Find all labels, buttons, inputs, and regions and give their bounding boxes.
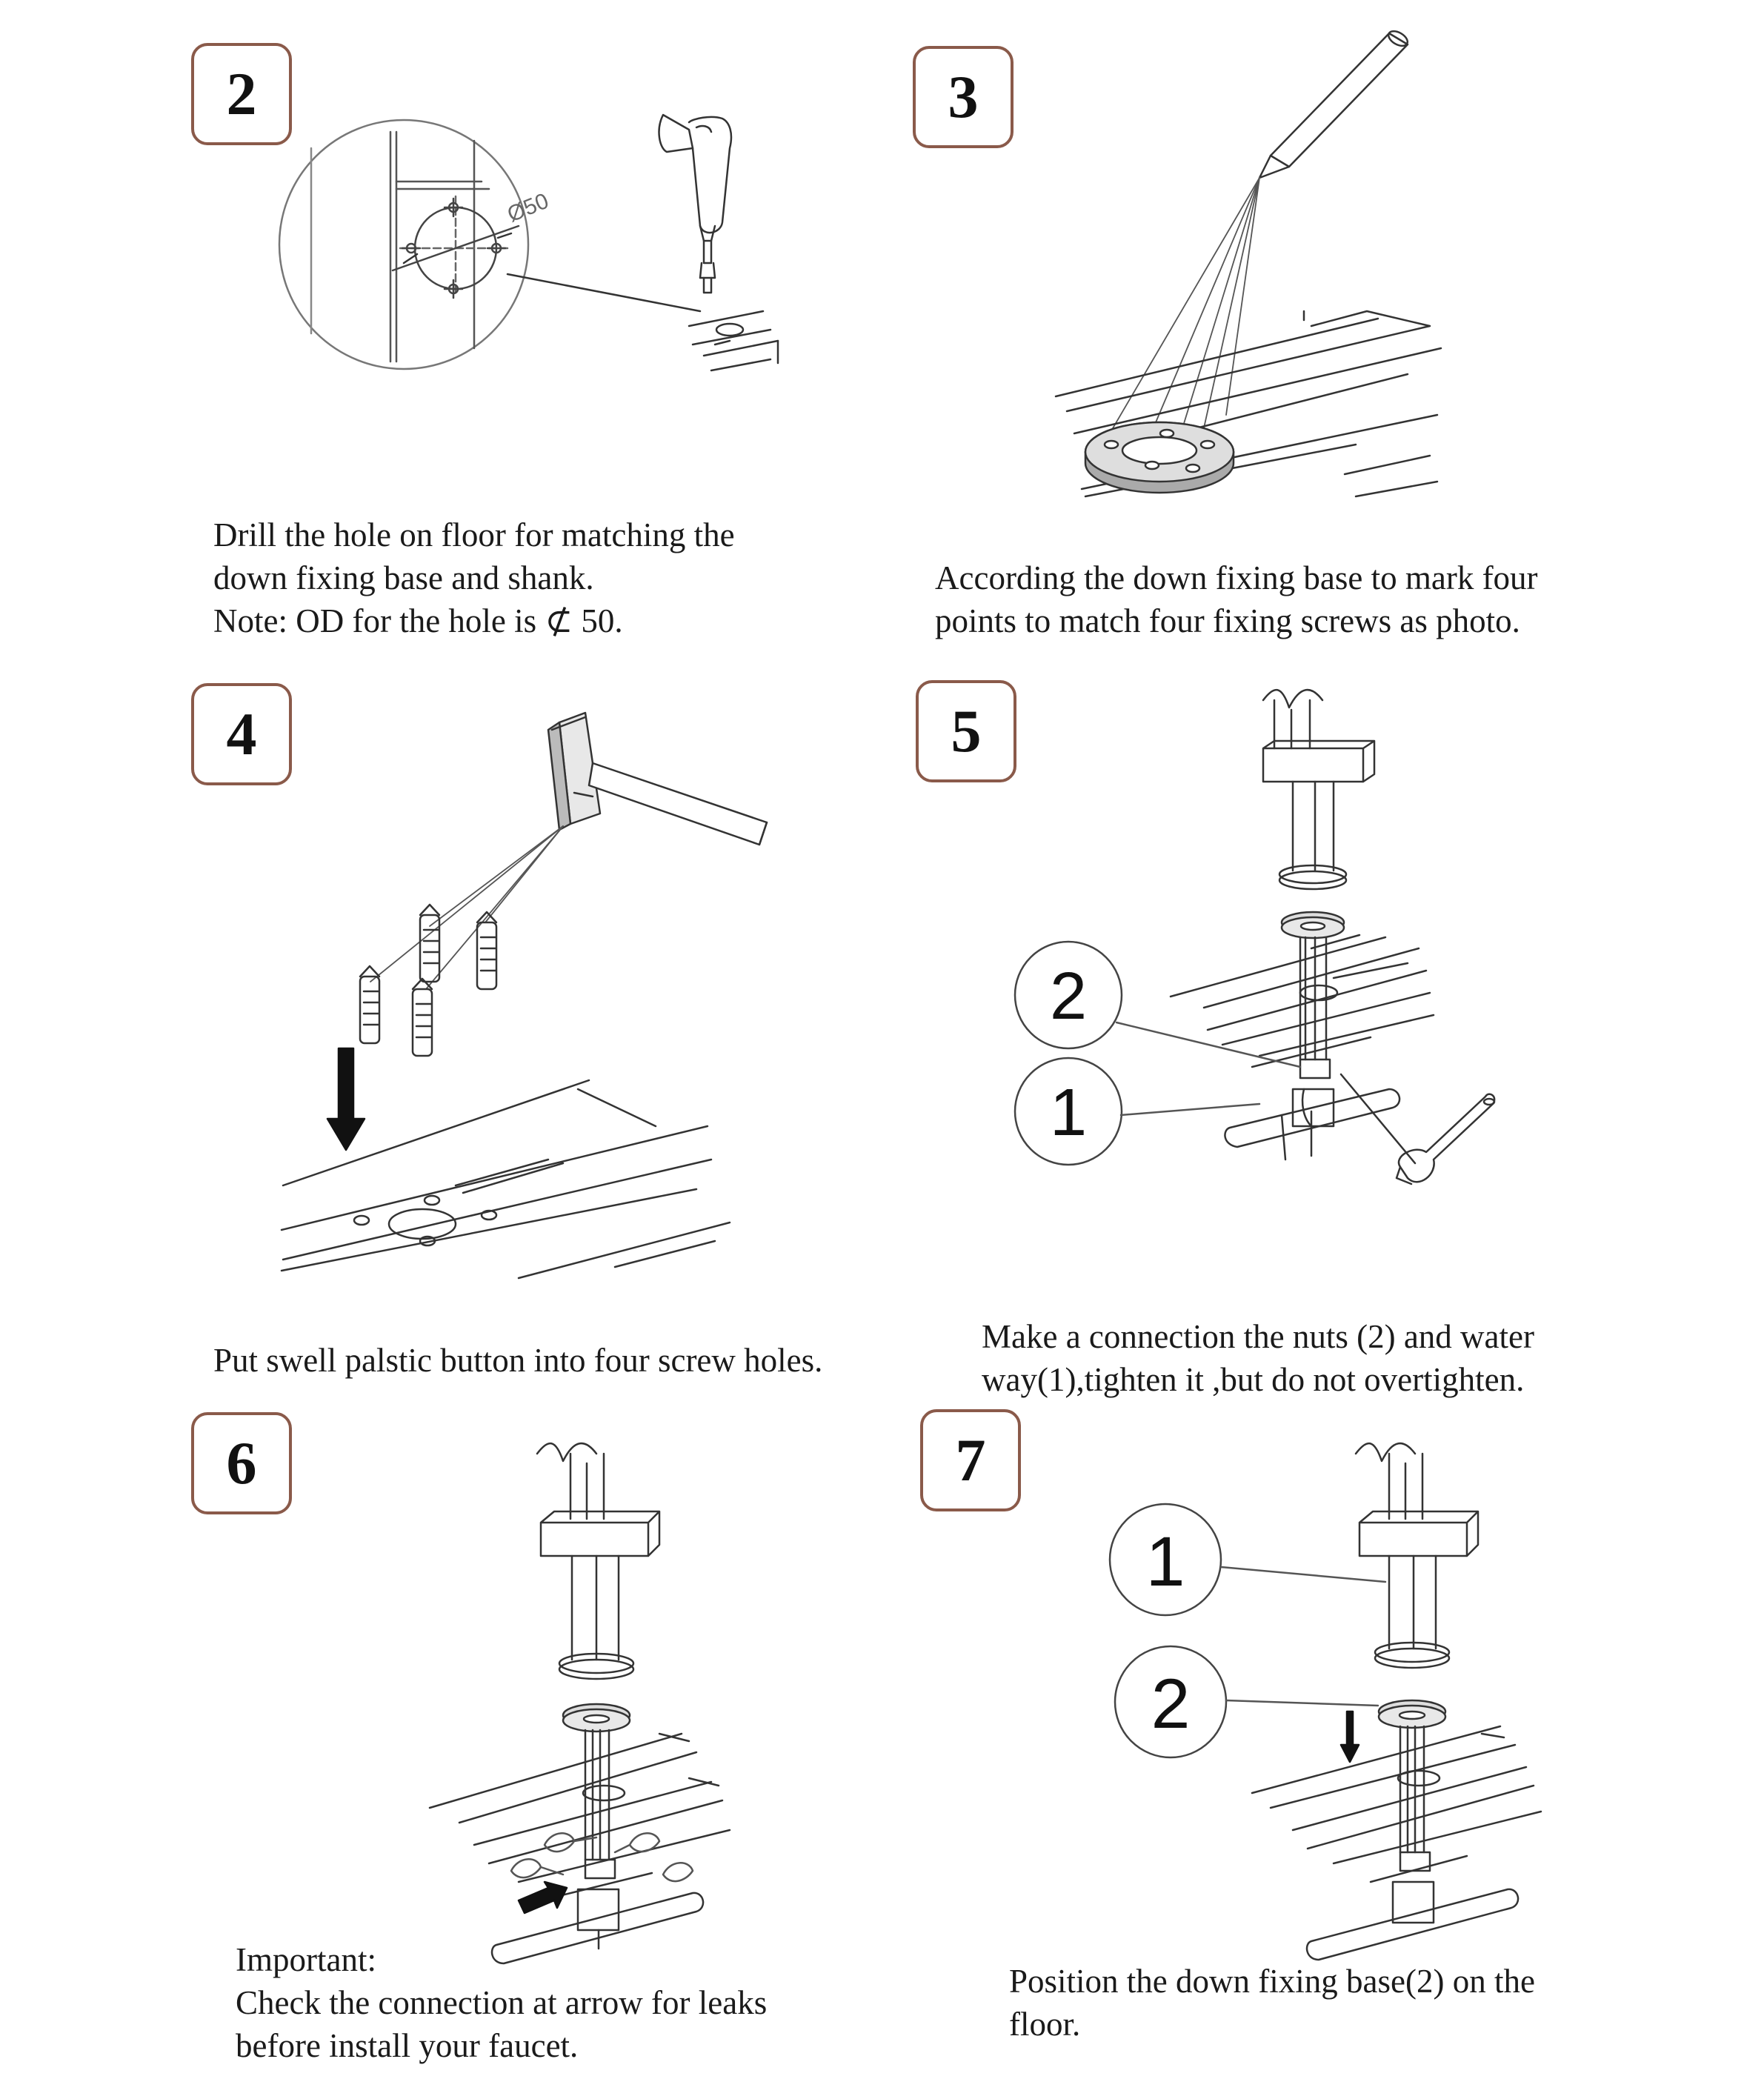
caption-line: According the down fixing base to mark f… bbox=[935, 559, 1538, 596]
caption-line: Position the down fixing base(2) on the bbox=[1009, 1963, 1535, 2000]
callout-number: 1 bbox=[1146, 1523, 1185, 1601]
step-6-caption: Important: Check the connection at arrow… bbox=[236, 1938, 767, 2067]
step-4-caption: Put swell palstic button into four screw… bbox=[213, 1339, 822, 1382]
step-badge-2: 2 bbox=[191, 43, 292, 145]
callout-number: 2 bbox=[1151, 1665, 1191, 1743]
step-2-caption: Drill the hole on floor for matching the… bbox=[213, 513, 735, 642]
down-arrow-icon bbox=[326, 1047, 366, 1151]
step-2-drawing: Ø50 bbox=[278, 113, 779, 372]
callout-number: 2 bbox=[1050, 959, 1087, 1034]
step-badge-6: 6 bbox=[191, 1412, 292, 1514]
step-4-drawing bbox=[280, 711, 768, 1280]
caption-line: Put swell palstic button into four screw… bbox=[213, 1342, 823, 1379]
step-5-drawing: 2 1 bbox=[1014, 688, 1496, 1185]
step-5-caption: Make a connection the nuts (2) and water… bbox=[982, 1315, 1534, 1401]
step-7-caption: Position the down fixing base(2) on the … bbox=[1009, 1960, 1535, 2046]
caption-line: Drill the hole on floor for matching the bbox=[213, 516, 735, 553]
step-7-drawing: 1 2 bbox=[1108, 1442, 1542, 1961]
plastic-plugs bbox=[359, 903, 498, 1057]
step-badge-5: 5 bbox=[916, 680, 1016, 782]
hole-dimension-label: Ø50 bbox=[504, 189, 552, 227]
callout-number: 1 bbox=[1050, 1076, 1087, 1150]
caption-line: way(1),tighten it ,but do not overtighte… bbox=[982, 1361, 1525, 1398]
caption-line: before install your faucet. bbox=[236, 2027, 579, 2064]
drill-icon bbox=[658, 113, 733, 294]
pencil-icon bbox=[1258, 30, 1409, 179]
caption-line: Note: OD for the hole is ⊄ 50. bbox=[213, 602, 623, 639]
right-arrow-icon bbox=[517, 1880, 568, 1915]
caption-line: Check the connection at arrow for leaks bbox=[236, 1984, 768, 2021]
wrench-icon bbox=[1339, 1073, 1496, 1185]
leak-drop-icons bbox=[510, 1832, 694, 1883]
step-badge-7: 7 bbox=[920, 1409, 1021, 1511]
step-3-drawing bbox=[1054, 30, 1442, 498]
caption-line: floor. bbox=[1009, 2006, 1081, 2043]
caption-line: points to match four fixing screws as ph… bbox=[935, 602, 1520, 639]
step-6-drawing bbox=[428, 1442, 731, 1965]
step-badge-4: 4 bbox=[191, 683, 292, 785]
caption-line: down fixing base and shank. bbox=[213, 559, 594, 596]
hammer-icon bbox=[547, 711, 768, 846]
down-arrow-icon bbox=[1339, 1710, 1360, 1763]
step-3-caption: According the down fixing base to mark f… bbox=[935, 556, 1538, 642]
caption-line: Make a connection the nuts (2) and water bbox=[982, 1318, 1534, 1355]
caption-line: Important: bbox=[236, 1941, 376, 1978]
step-badge-3: 3 bbox=[913, 46, 1014, 148]
